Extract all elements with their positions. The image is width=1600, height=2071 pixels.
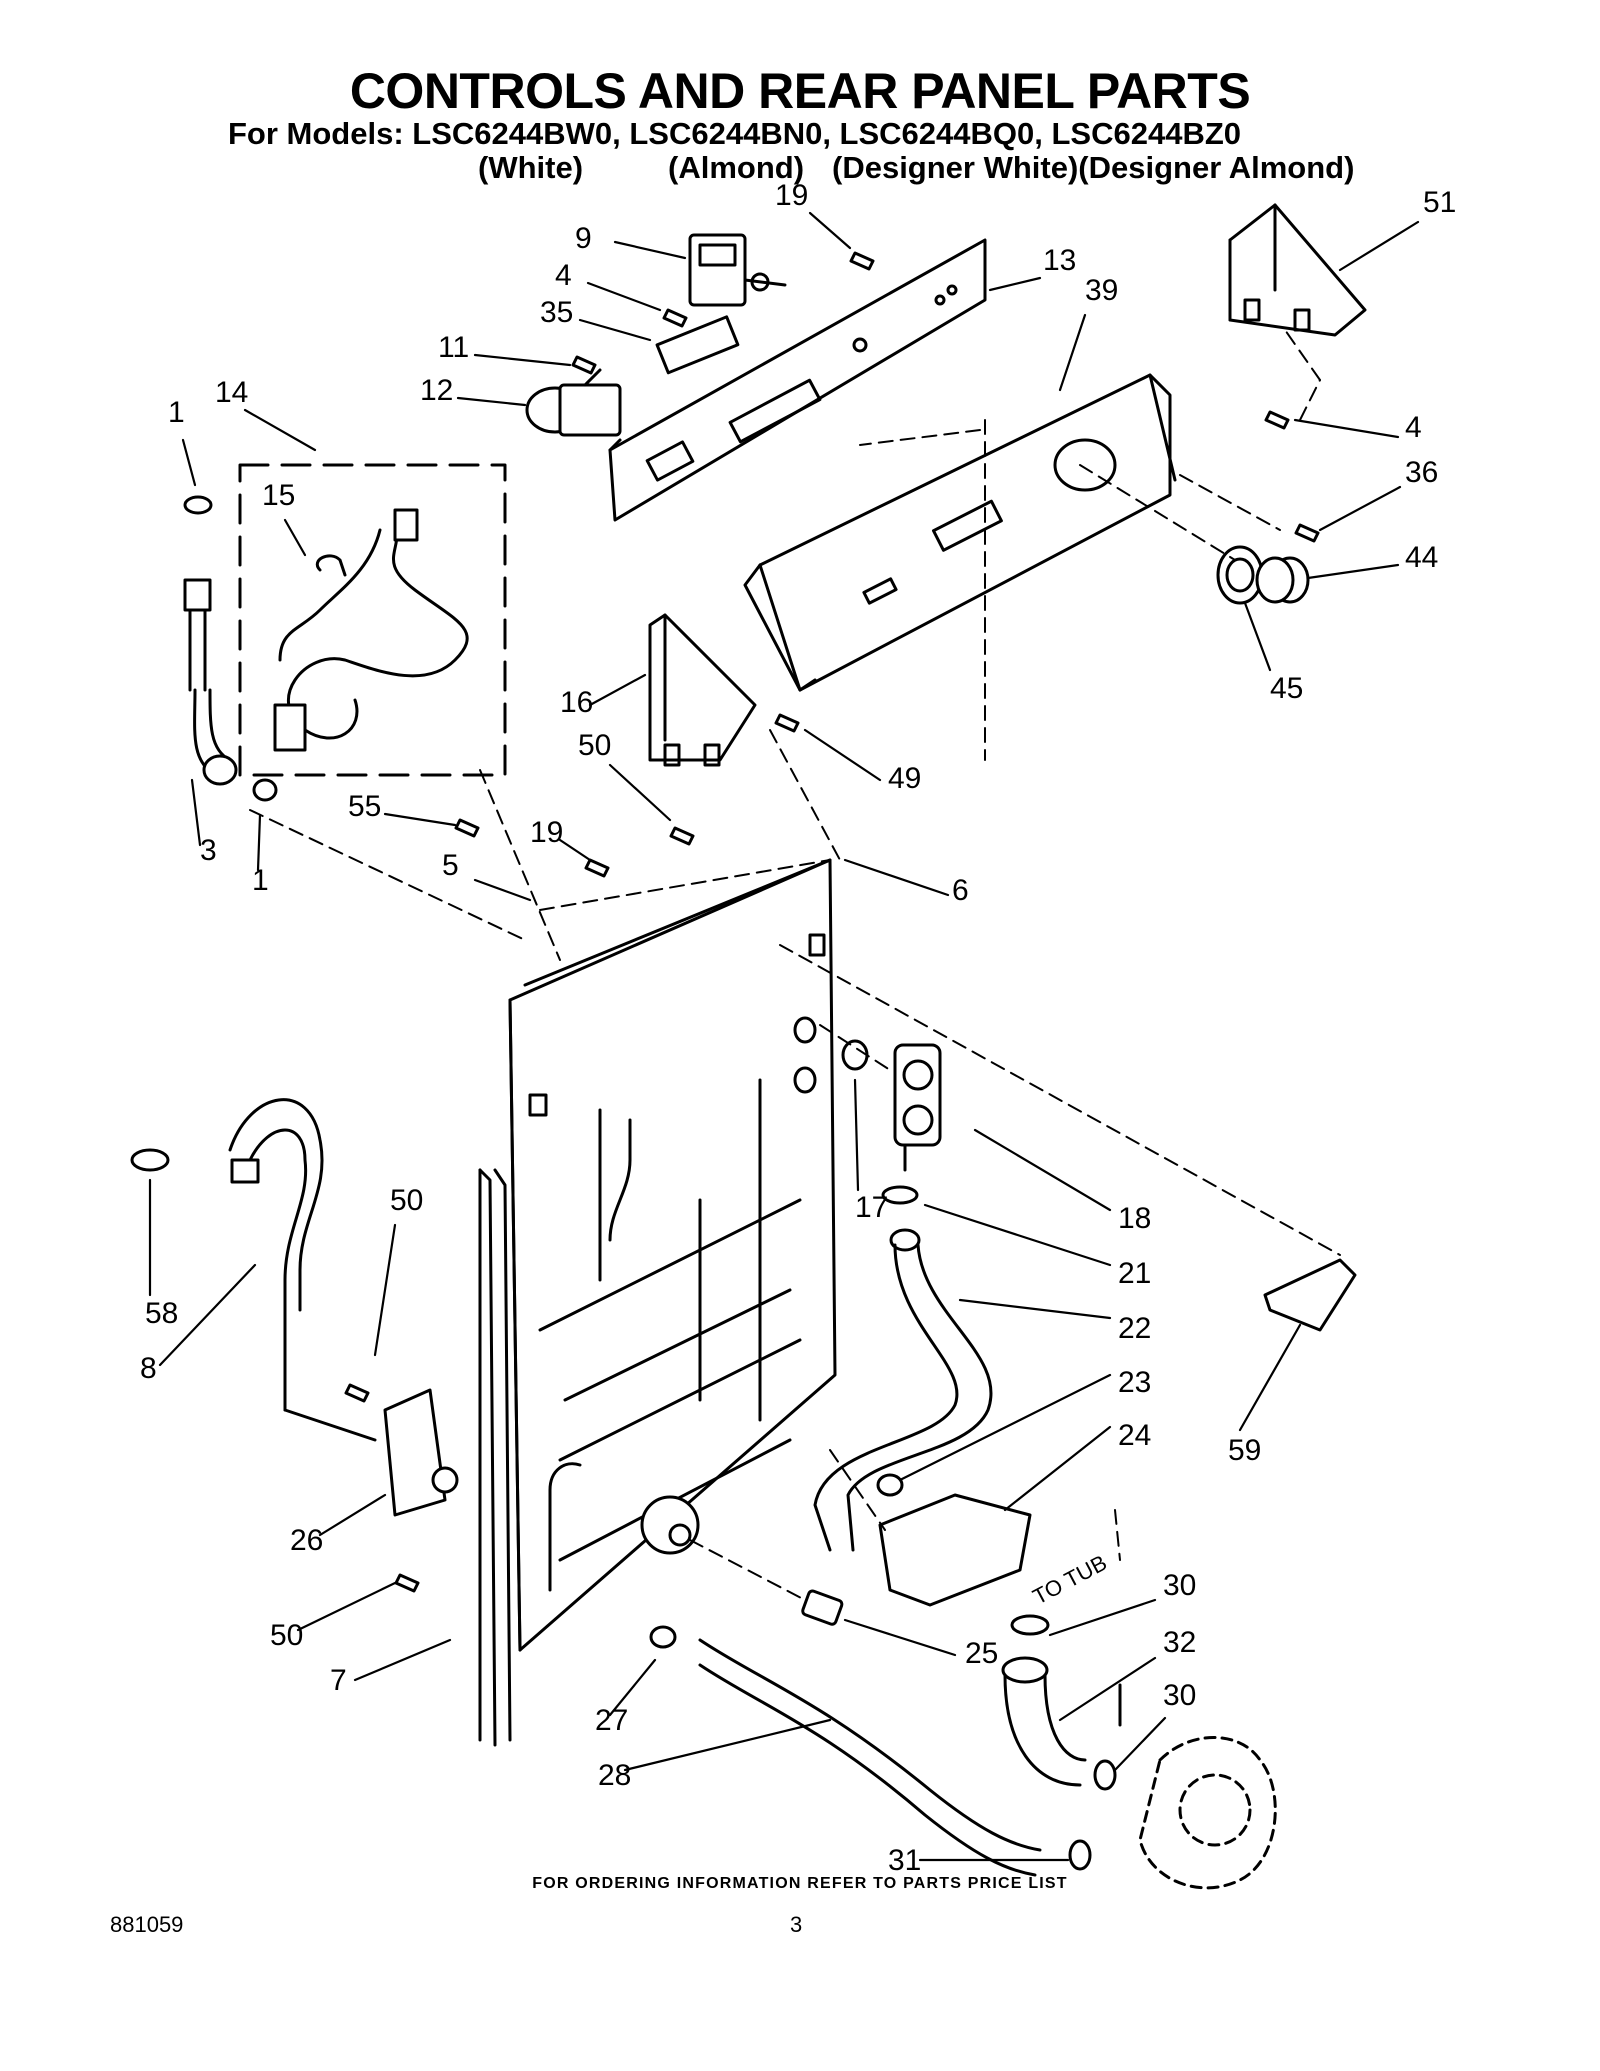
callout-45: 45 [1270, 672, 1303, 705]
callout-58: 58 [145, 1297, 178, 1330]
screw-parts [344, 251, 1320, 1593]
hose-guide-part [383, 1388, 459, 1517]
callout-28: 28 [598, 1759, 631, 1792]
callout-24: 24 [1118, 1419, 1151, 1452]
bracket-59-part [1263, 1258, 1357, 1332]
callout-19: 19 [775, 179, 808, 212]
callout-36: 36 [1405, 456, 1438, 489]
callout-50b: 50 [390, 1184, 423, 1217]
callout-21: 21 [1118, 1257, 1151, 1290]
water-valve-part [893, 1043, 942, 1172]
callout-30b: 30 [1163, 1679, 1196, 1712]
side-trim-part [478, 1168, 512, 1747]
callout-50: 50 [578, 729, 611, 762]
rear-panel-part [508, 858, 837, 1652]
pump-dashed-part [1138, 1736, 1277, 1890]
callout-49: 49 [888, 762, 921, 795]
nut-17-part [841, 1039, 869, 1071]
callout-18: 18 [1118, 1202, 1151, 1235]
console-bracket-part [1228, 203, 1367, 337]
callout-17: 17 [855, 1191, 888, 1224]
tub-hose-part [649, 1625, 1042, 1877]
control-bracket-part [608, 238, 987, 522]
callout-27: 27 [595, 1704, 628, 1737]
timer-part [688, 233, 787, 307]
callout-19b: 19 [530, 816, 563, 849]
callout-44: 44 [1405, 541, 1438, 574]
callout-16: 16 [560, 686, 593, 719]
callout-11: 11 [438, 331, 469, 364]
callout-4b: 4 [1405, 411, 1422, 444]
callout-15: 15 [262, 479, 295, 512]
callout-23: 23 [1118, 1366, 1151, 1399]
water-level-switch-part [525, 368, 622, 437]
dispenser-part [878, 1493, 1032, 1607]
callout-32: 32 [1163, 1626, 1196, 1659]
inlet-hose-part [183, 495, 278, 802]
drain-hose-part [130, 1098, 377, 1442]
callout-51: 51 [1423, 186, 1456, 219]
callout-35: 35 [540, 296, 573, 329]
document-number: 881059 [110, 1912, 184, 1937]
callout-50c: 50 [270, 1619, 303, 1652]
callout-39: 39 [1085, 274, 1118, 307]
models-line: For Models: LSC6244BW0, LSC6244BN0, LSC6… [228, 116, 1242, 151]
plug-part [801, 1589, 844, 1626]
callout-59: 59 [1228, 1434, 1261, 1467]
callout-13: 13 [1043, 244, 1076, 277]
page-title: CONTROLS AND REAR PANEL PARTS [349, 63, 1251, 119]
power-cord-part [238, 463, 507, 777]
page-number: 3 [790, 1912, 803, 1937]
callout-26: 26 [290, 1524, 323, 1557]
color-almond: (Almond) [668, 150, 805, 185]
callout-9: 9 [575, 222, 592, 255]
callout-30: 30 [1163, 1569, 1196, 1602]
leader-lines [148, 211, 1420, 1862]
callout-22: 22 [1118, 1312, 1151, 1345]
callout-5: 5 [442, 849, 459, 882]
color-variants: (White) (Almond) (Designer White)(Design… [0, 150, 1600, 186]
callout-14: 14 [215, 376, 248, 409]
pump-hose-part [1001, 1614, 1122, 1871]
alignment-lines [249, 329, 1341, 1601]
color-designer: (Designer White)(Designer Almond) [832, 150, 1355, 185]
to-tub-annotation: TO TUB [1029, 1550, 1111, 1610]
callout-6: 6 [952, 874, 969, 907]
callout-1b: 1 [252, 864, 269, 897]
bracket-16-part [648, 613, 757, 767]
ordering-note: FOR ORDERING INFORMATION REFER TO PARTS … [532, 1875, 1068, 1892]
callout-12: 12 [420, 374, 453, 407]
fill-hose-part [813, 1185, 993, 1552]
callout-3: 3 [200, 834, 217, 867]
callout-31: 31 [888, 1844, 921, 1877]
color-white: (White) [478, 150, 584, 185]
callout-8: 8 [140, 1352, 157, 1385]
callout-labels: 1141531943511121913395143644451650495519… [140, 179, 1456, 1877]
console-panel-part [743, 373, 1177, 692]
callout-55: 55 [348, 790, 381, 823]
callout-4: 4 [555, 259, 572, 292]
callout-7: 7 [330, 1664, 347, 1697]
switch-part [655, 315, 740, 375]
callout-25: 25 [965, 1637, 998, 1670]
callout-1: 1 [168, 396, 185, 429]
knob-part [1216, 545, 1310, 605]
